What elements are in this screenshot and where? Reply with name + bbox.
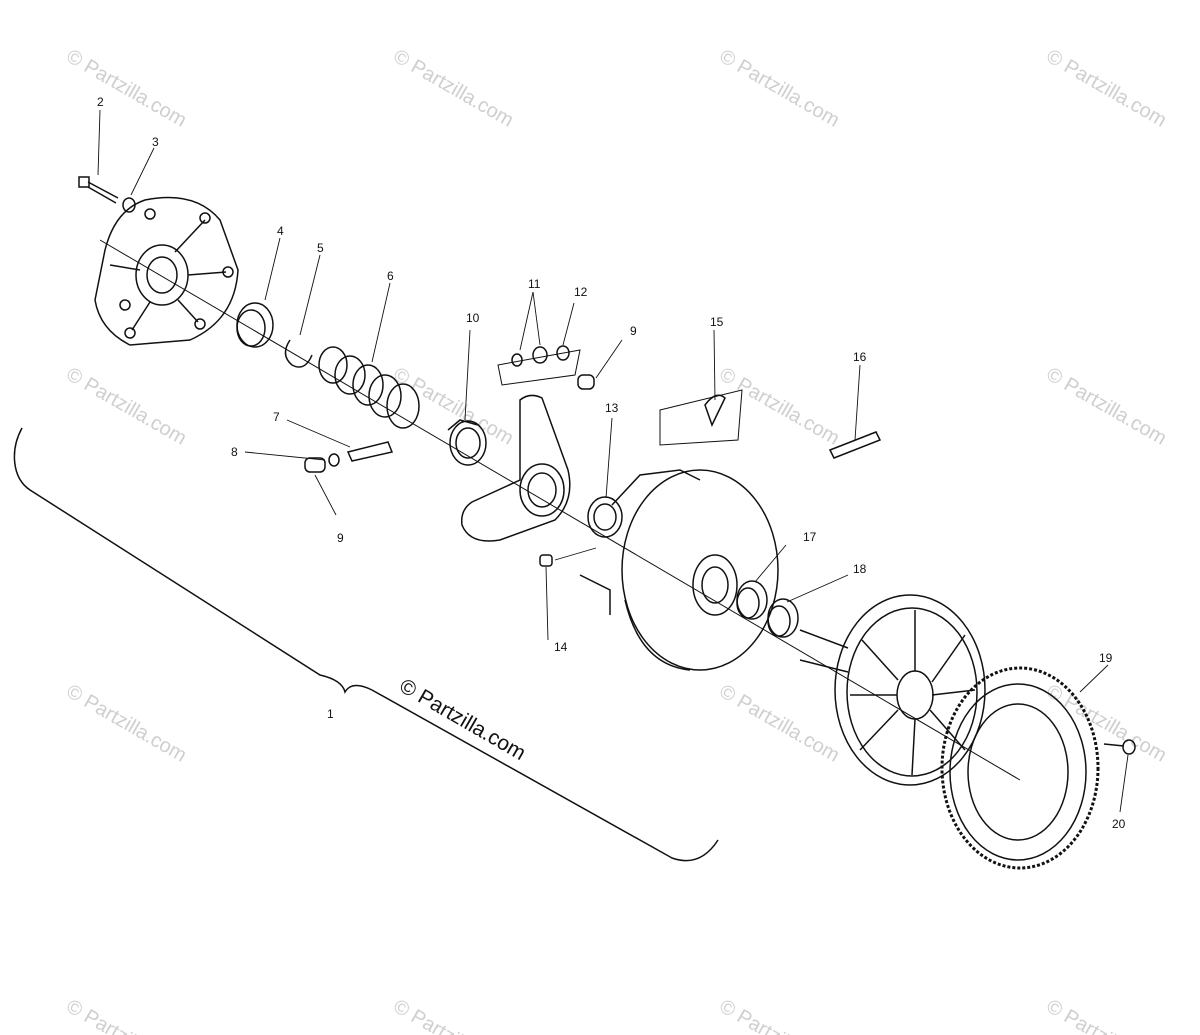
- callout-2: 2: [97, 95, 104, 109]
- callout-19: 19: [1099, 651, 1113, 665]
- watermark: © Partzilla.com: [63, 680, 191, 766]
- pin-part-7: [346, 441, 394, 462]
- callout-10: 10: [466, 311, 480, 325]
- spring-part-6: [318, 346, 420, 429]
- watermark: © Partzilla.com: [1043, 363, 1171, 449]
- weights-part-11: [497, 345, 581, 386]
- watermark: © Partzilla.com: [1043, 995, 1171, 1035]
- callout-18: 18: [853, 562, 867, 576]
- callout-9-right: 9: [630, 324, 637, 338]
- roller-part-9: [577, 374, 595, 390]
- watermark: © Partzilla.com: [63, 45, 191, 131]
- spider-cover: [94, 196, 239, 346]
- snap-ring-part-5: [284, 339, 313, 368]
- callout-5: 5: [317, 241, 324, 255]
- callout-14: 14: [554, 640, 568, 654]
- callout-labels: 1 2 3 4 5 6 7 8 9 9 10 11 12 13 14 15 16…: [97, 95, 1126, 831]
- pin-part-16: [828, 431, 882, 459]
- watermark: © Partzilla.com: [390, 995, 518, 1035]
- watermark: © Partzilla.com: [716, 995, 844, 1035]
- leader-lines: [97, 109, 1129, 813]
- callout-8: 8: [231, 445, 238, 459]
- watermark: © Partzilla.com: [716, 45, 844, 131]
- gear-ring-part-19: [940, 666, 1100, 870]
- callout-7: 7: [273, 410, 280, 424]
- bolt-part-2: [78, 176, 119, 204]
- ring-part-4: [236, 302, 274, 348]
- watermark: © Partzilla.com: [716, 363, 844, 449]
- callout-11: 11: [528, 277, 541, 291]
- callout-9-left: 9: [337, 531, 344, 545]
- sheave-arm: [460, 394, 571, 542]
- watermark: © Partzilla.com: [390, 45, 518, 131]
- screw-part-20: [1103, 739, 1136, 755]
- cam-part-15: [659, 389, 743, 446]
- roller-part-8: [304, 453, 340, 473]
- bushing-part-10: [447, 419, 487, 466]
- watermark: © Partzilla.com: [63, 995, 191, 1035]
- watermark: © Partzilla.com: [390, 363, 518, 449]
- washer-part-18: [767, 598, 799, 638]
- center-axis-line: [99, 239, 1021, 781]
- assembly-brace: [13, 427, 719, 862]
- movable-sheave: [579, 469, 779, 671]
- callout-20: 20: [1112, 817, 1126, 831]
- watermark: © Partzilla.com: [716, 680, 844, 766]
- callout-16: 16: [853, 350, 867, 364]
- callout-6: 6: [387, 269, 394, 283]
- washer-part-17: [736, 580, 768, 620]
- washer-part-13: [587, 496, 623, 538]
- watermark-grid: © Partzilla.com © Partzilla.com © Partzi…: [63, 45, 1171, 1035]
- callout-3: 3: [152, 135, 159, 149]
- callout-15: 15: [710, 315, 724, 329]
- watermark: © Partzilla.com: [1043, 45, 1171, 131]
- watermark: © Partzilla.com: [1043, 680, 1171, 766]
- callout-4: 4: [277, 224, 284, 238]
- callout-13: 13: [605, 401, 619, 415]
- callout-17: 17: [803, 530, 817, 544]
- callout-1: 1: [327, 707, 334, 721]
- fixed-sheave: [799, 594, 986, 786]
- nut-part-14: [539, 554, 553, 567]
- center-watermark: © Partzilla.com: [396, 674, 530, 765]
- callout-12: 12: [574, 285, 588, 299]
- watermark: © Partzilla.com: [63, 363, 191, 449]
